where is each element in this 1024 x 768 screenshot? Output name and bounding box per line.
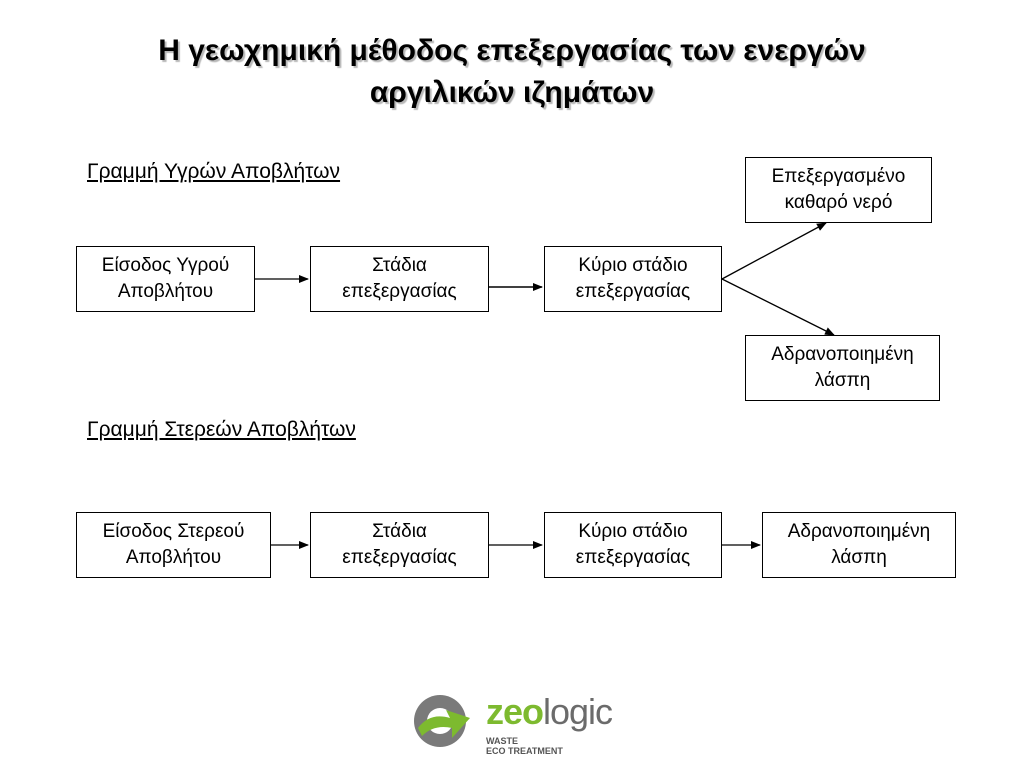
- liquid-main-stage-line1: Κύριο στάδιο: [578, 255, 688, 276]
- solid-output-sludge-line1: Αδρανοποιημένη: [787, 521, 931, 542]
- solid-stages-line1: Στάδια: [372, 521, 427, 542]
- solid-output-sludge-box: Αδρανοποιημένη λάσπη: [762, 512, 956, 578]
- logo-wordmark: zeologic: [486, 691, 613, 732]
- liquid-main-stage-line2: επεξεργασίας: [575, 281, 691, 302]
- liquid-input-line2: Αποβλήτου: [117, 281, 214, 302]
- solid-line-label: Γραμμή Στερεών Αποβλήτων: [87, 418, 356, 441]
- slide-title-line1: Η γεωχημική μέθοδος επεξεργασίας των ενε…: [158, 34, 866, 67]
- logo-word-logic: logic: [543, 691, 613, 732]
- liquid-stages-box: Στάδια επεξεργασίας: [310, 246, 489, 312]
- liquid-line-label: Γραμμή Υγρών Αποβλήτων: [87, 160, 341, 183]
- logo-word-zeo: zeo: [486, 691, 544, 732]
- liquid-output-water-line2: καθαρό νερό: [784, 192, 893, 213]
- slide-title-line2: αργιλικών ιζημάτων: [369, 76, 655, 109]
- solid-stages-box: Στάδια επεξεργασίας: [310, 512, 489, 578]
- logo-sub-eco-treatment: ECO TREATMENT: [486, 746, 563, 756]
- liquid-output-sludge-line2: λάσπη: [814, 370, 871, 391]
- liquid-output-sludge-box: Αδρανοποιημένη λάσπη: [745, 335, 940, 401]
- solid-input-line2: Αποβλήτου: [125, 547, 222, 568]
- solid-stages-line2: επεξεργασίας: [342, 547, 457, 568]
- solid-main-stage-box: Κύριο στάδιο επεξεργασίας: [544, 512, 722, 578]
- zeologic-swirl-logo-icon: [414, 695, 470, 747]
- arrow-liquid-main-to-sludge: [721, 278, 835, 336]
- liquid-main-stage-box: Κύριο στάδιο επεξεργασίας: [544, 246, 722, 312]
- solid-output-sludge-line2: λάσπη: [831, 547, 887, 568]
- liquid-output-water-line1: Επεξεργασμένο: [771, 166, 906, 187]
- liquid-output-sludge-line1: Αδρανοποιημένη: [771, 344, 914, 365]
- logo-sub-waste: WASTE: [486, 736, 519, 746]
- arrow-liquid-main-to-water: [721, 222, 827, 280]
- liquid-stages-line2: επεξεργασίας: [342, 281, 457, 302]
- solid-input-line1: Είσοδος Στερεού: [102, 521, 245, 542]
- slide-title: Η γεωχημική μέθοδος επεξεργασίας των ενε…: [40, 30, 984, 114]
- solid-main-stage-line2: επεξεργασίας: [575, 547, 691, 568]
- zeologic-logo: zeologic WASTE ECO TREATMENT: [410, 688, 620, 758]
- liquid-stages-line1: Στάδια: [372, 255, 427, 276]
- liquid-output-water-box: Επεξεργασμένο καθαρό νερό: [745, 157, 932, 223]
- solid-main-stage-line1: Κύριο στάδιο: [578, 521, 688, 542]
- liquid-input-line1: Είσοδος Υγρού: [101, 255, 230, 276]
